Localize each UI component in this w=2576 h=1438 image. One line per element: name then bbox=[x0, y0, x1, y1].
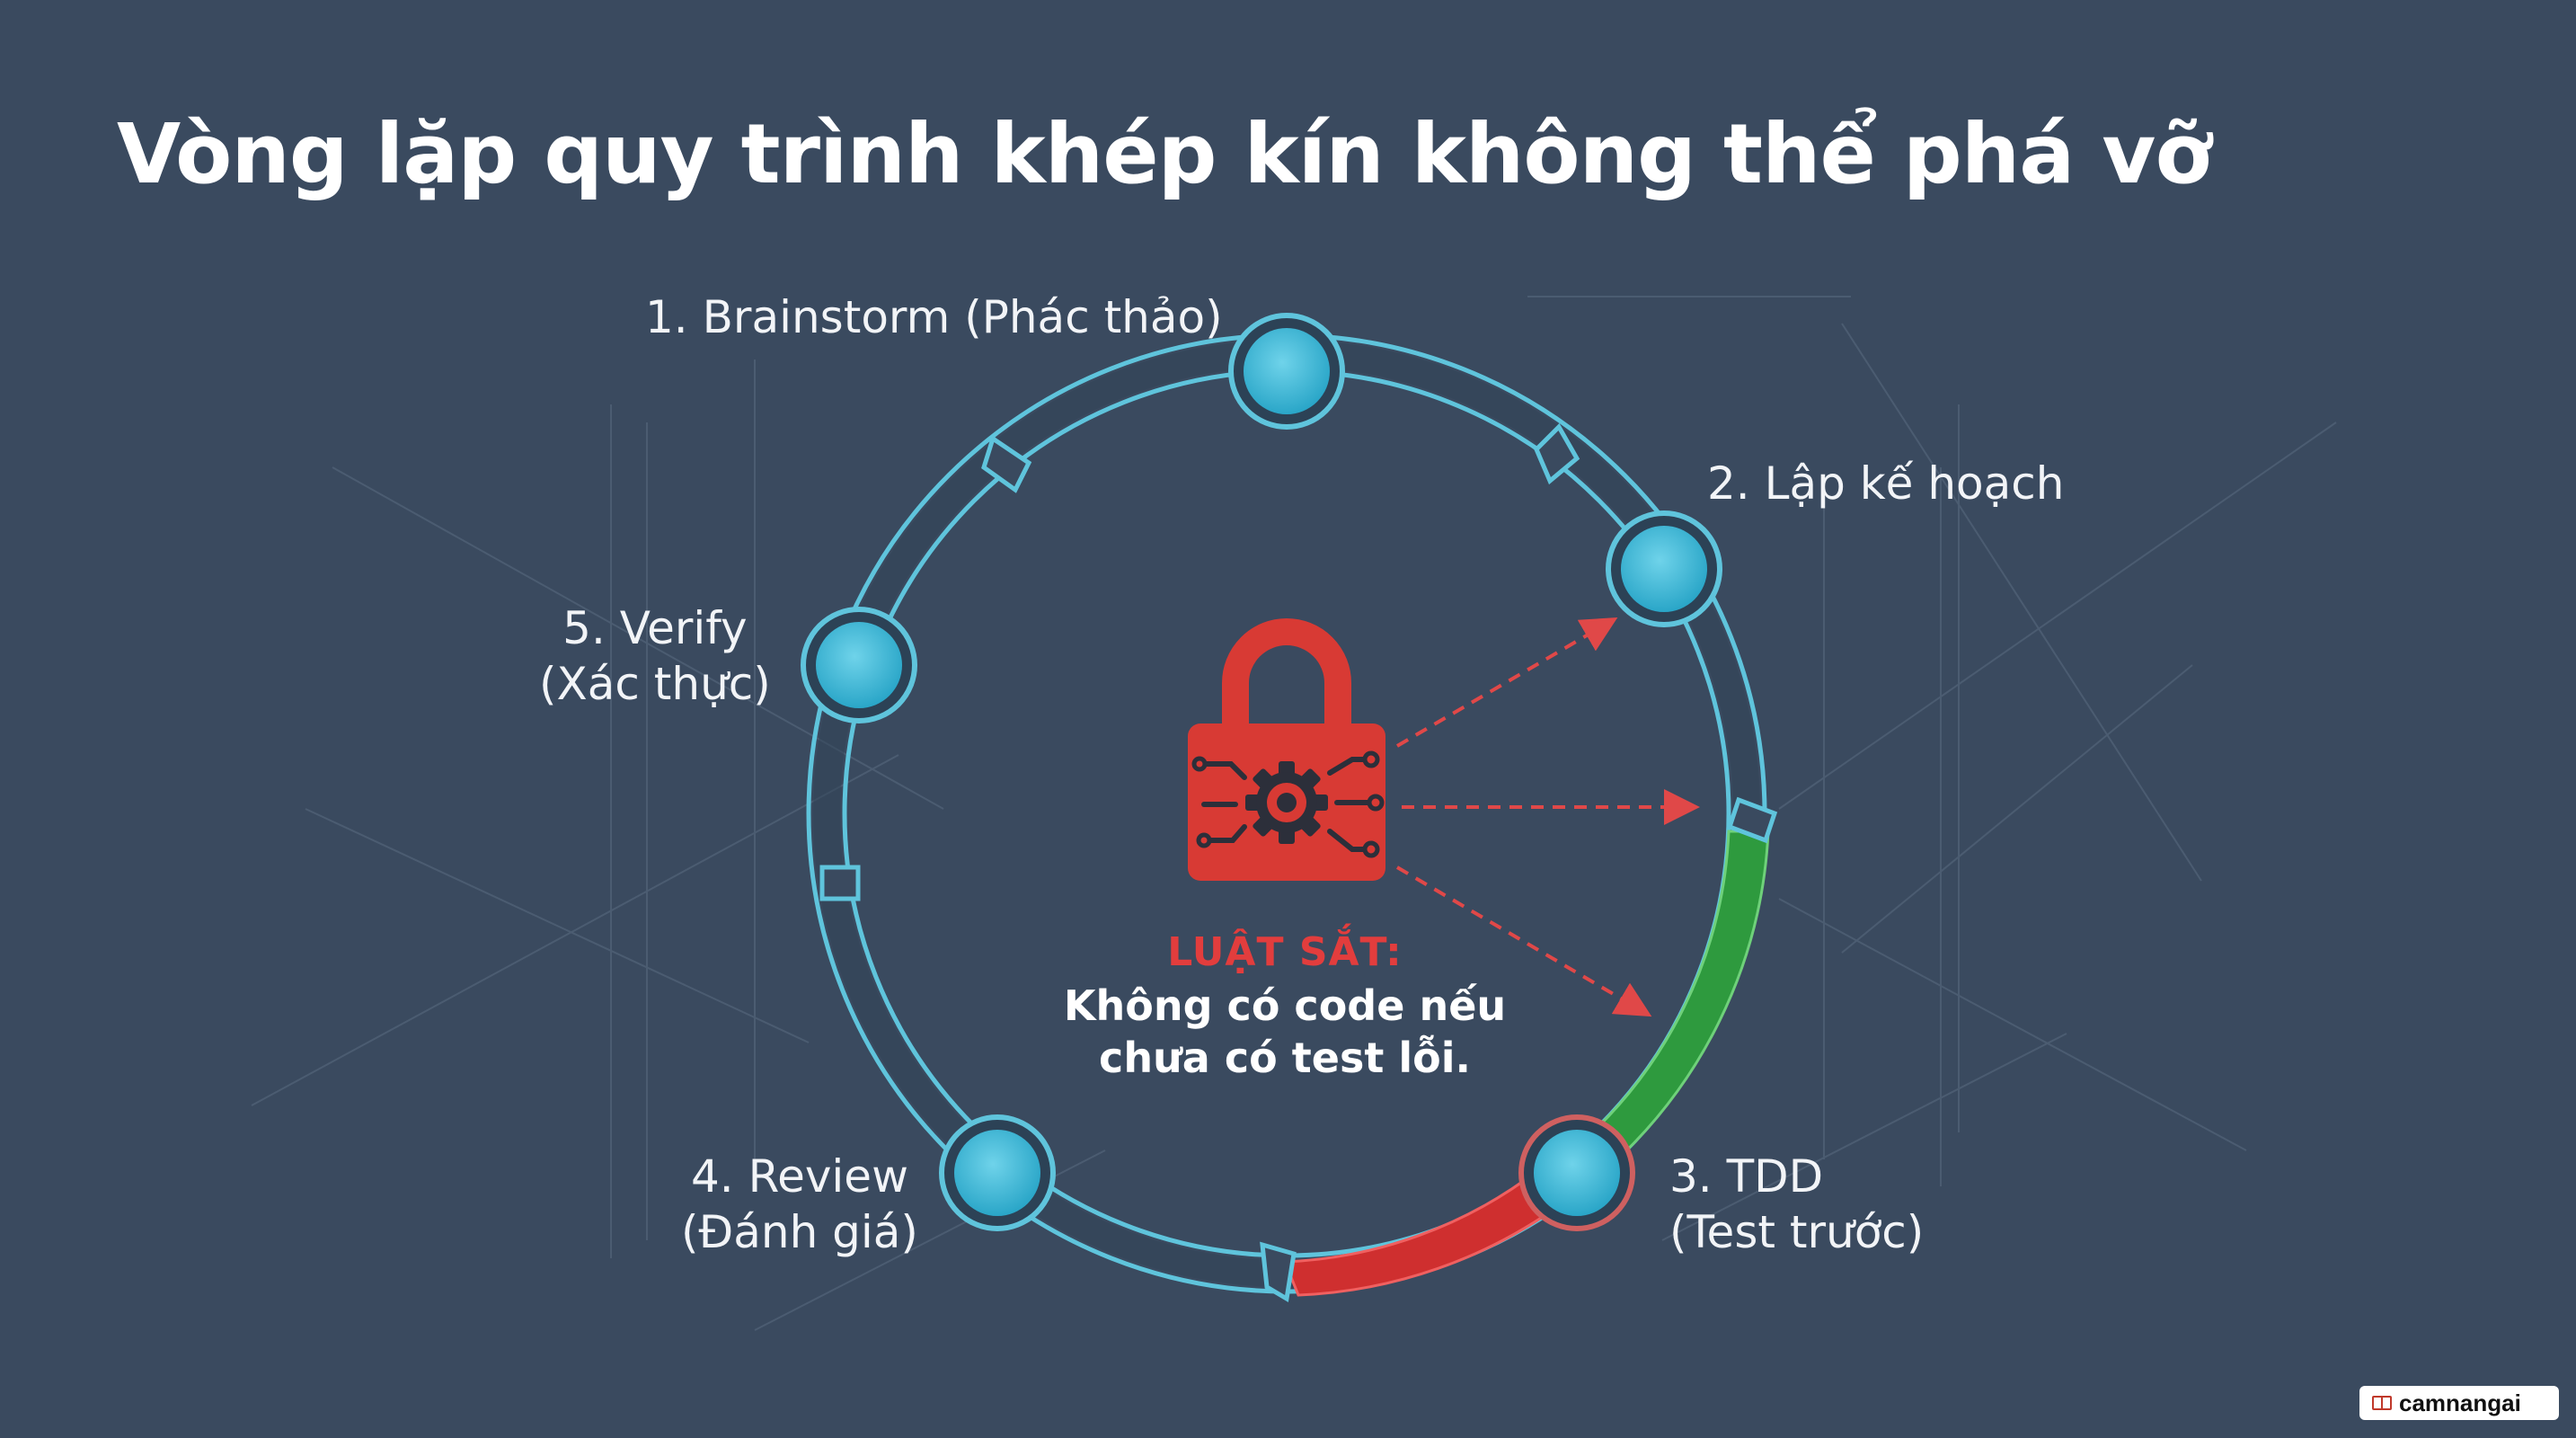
step-label-brainstorm: 1. Brainstorm (Phác thảo) bbox=[645, 289, 1223, 345]
watermark-text: camnangai bbox=[2399, 1389, 2521, 1416]
node-brainstorm[interactable] bbox=[1228, 313, 1345, 430]
page-title: Vòng lặp quy trình khép kín không thể ph… bbox=[117, 106, 2212, 202]
step-nodes bbox=[801, 313, 1722, 1231]
step-label-line2: (Xác thực) bbox=[539, 658, 771, 710]
step-label-tdd: 3. TDD (Test trước) bbox=[1669, 1149, 1924, 1260]
step-label-line2: (Test trước) bbox=[1669, 1206, 1925, 1258]
rule-arrows bbox=[1395, 617, 1700, 1017]
book-icon bbox=[2372, 1396, 2392, 1410]
step-label-line1: 2. Lập kế hoạch bbox=[1707, 457, 2065, 510]
step-label-line1: 5. Verify bbox=[562, 602, 748, 654]
iron-rule-line1: Không có code nếu bbox=[1063, 981, 1507, 1030]
iron-rule-line2: chưa có test lỗi. bbox=[1099, 1034, 1471, 1082]
step-label-line2: (Đánh giá) bbox=[681, 1206, 918, 1258]
step-label-verify: 5. Verify (Xác thực) bbox=[539, 600, 771, 712]
step-label-review: 4. Review (Đánh giá) bbox=[681, 1149, 918, 1260]
step-label-line1: 3. TDD bbox=[1669, 1150, 1824, 1203]
iron-rule: LUẬT SẮT: Không có code nếu chưa có test… bbox=[1015, 926, 1554, 1084]
node-tdd[interactable] bbox=[1518, 1114, 1635, 1231]
node-plan[interactable] bbox=[1606, 510, 1722, 627]
background-grid-lines bbox=[251, 296, 2337, 1331]
node-verify[interactable] bbox=[801, 607, 917, 723]
step-label-plan: 2. Lập kế hoạch bbox=[1707, 456, 2064, 511]
watermark-badge: camnangai bbox=[2359, 1386, 2559, 1420]
node-review[interactable] bbox=[939, 1114, 1056, 1231]
ring-segment-breaks bbox=[819, 422, 1778, 1303]
padlock-circuit-gear-icon bbox=[1188, 618, 1385, 881]
step-label-line1: 4. Review bbox=[690, 1150, 908, 1203]
iron-rule-title: LUẬT SẮT: bbox=[1167, 929, 1403, 975]
step-label-line1: 1. Brainstorm (Phác thảo) bbox=[645, 291, 1223, 343]
